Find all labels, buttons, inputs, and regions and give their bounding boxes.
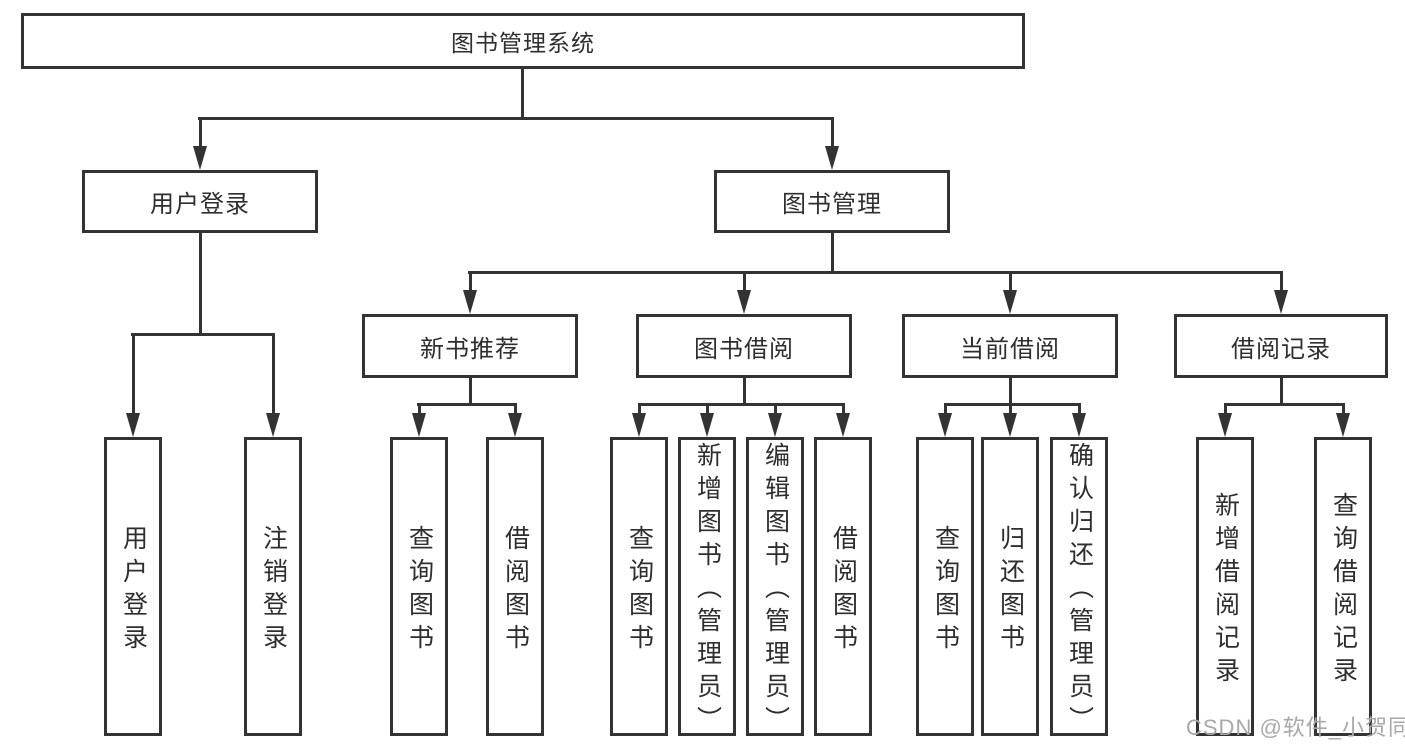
connector-line	[1009, 271, 1012, 292]
leaf-query-books-recommend: 查询图书	[390, 437, 448, 736]
connector-line	[417, 403, 517, 406]
connector-line	[272, 333, 275, 415]
node-label: 新增图书（管理员）	[693, 442, 722, 739]
node-borrow-records: 借阅记录	[1174, 314, 1388, 378]
connector-line	[199, 117, 202, 148]
arrow-down-icon	[768, 413, 782, 437]
connector-line	[638, 403, 845, 406]
arrow-down-icon	[938, 413, 952, 437]
node-label: 图书管理系统	[451, 30, 595, 56]
connector-line	[1342, 403, 1345, 415]
connector-line	[842, 403, 845, 415]
connector-line	[198, 117, 834, 120]
node-label: 用户登录	[119, 524, 148, 657]
node-label: 查询图书	[625, 524, 654, 657]
leaf-query-borrow-record: 查询借阅记录	[1314, 437, 1372, 736]
node-label: 编辑图书（管理员）	[761, 442, 790, 739]
connector-line	[743, 378, 746, 406]
arrow-down-icon	[1274, 290, 1288, 314]
leaf-query-books-borrowing: 查询图书	[610, 437, 668, 736]
node-label: 借阅记录	[1231, 335, 1331, 363]
node-label: 确认归还（管理员）	[1065, 442, 1094, 739]
node-label: 图书管理	[782, 191, 882, 218]
node-current-borrowing: 当前借阅	[902, 314, 1118, 378]
arrow-down-icon	[1003, 290, 1017, 314]
leaf-borrow-books: 借阅图书	[814, 437, 872, 736]
arrow-down-icon	[193, 146, 207, 170]
node-label: 归还图书	[996, 524, 1025, 657]
leaf-query-books-current: 查询图书	[916, 437, 974, 736]
arrow-down-icon	[700, 413, 714, 437]
node-user-login: 用户登录	[82, 170, 318, 233]
csdn-watermark: CSDN @软件_小贺同学	[1186, 715, 1405, 740]
node-book-management: 图书管理	[714, 170, 950, 233]
arrow-down-icon	[412, 413, 426, 437]
connector-line	[131, 333, 275, 336]
connector-line	[469, 271, 472, 292]
node-label: 新书推荐	[420, 335, 520, 363]
arrow-down-icon	[266, 413, 280, 437]
connector-line	[1078, 403, 1081, 415]
leaf-user-login: 用户登录	[104, 437, 162, 736]
connector-line	[1009, 378, 1012, 406]
node-book-borrowing: 图书借阅	[636, 314, 852, 378]
leaf-edit-book-admin: 编辑图书（管理员）	[746, 437, 804, 739]
arrow-down-icon	[1336, 413, 1350, 437]
leaf-logout: 注销登录	[244, 437, 302, 736]
leaf-return-book: 归还图书	[981, 437, 1039, 736]
arrow-down-icon	[825, 146, 839, 170]
node-label: 查询图书	[931, 524, 960, 657]
connector-line	[469, 378, 472, 406]
arrow-down-icon	[126, 413, 140, 437]
connector-line	[706, 403, 709, 415]
connector-line	[468, 271, 1283, 274]
node-label: 借阅图书	[829, 524, 858, 657]
connector-line	[743, 271, 746, 292]
node-label: 新增借阅记录	[1211, 491, 1240, 690]
connector-line	[521, 69, 524, 118]
connector-line	[944, 403, 947, 415]
connector-line	[944, 403, 1081, 406]
connector-line	[1224, 403, 1227, 415]
connector-line	[418, 403, 421, 415]
arrow-down-icon	[632, 413, 646, 437]
connector-line	[132, 333, 135, 415]
node-label: 用户登录	[150, 191, 250, 218]
node-label: 注销登录	[259, 524, 288, 657]
connector-line	[199, 233, 202, 336]
arrow-down-icon	[1218, 413, 1232, 437]
arrow-down-icon	[836, 413, 850, 437]
arrow-down-icon	[1003, 413, 1017, 437]
connector-line	[514, 403, 517, 415]
connector-line	[831, 233, 834, 274]
leaf-borrow-books-recommend: 借阅图书	[486, 437, 544, 736]
node-library-management-system: 图书管理系统	[21, 13, 1025, 69]
connector-line	[1280, 378, 1283, 406]
leaf-add-book-admin: 新增图书（管理员）	[678, 437, 736, 739]
arrow-down-icon	[508, 413, 522, 437]
node-label: 查询图书	[405, 524, 434, 657]
connector-line	[831, 117, 834, 148]
leaf-confirm-return-admin: 确认归还（管理员）	[1050, 437, 1108, 739]
connector-line	[774, 403, 777, 415]
node-label: 查询借阅记录	[1329, 491, 1358, 690]
connector-line	[1280, 271, 1283, 292]
node-new-book-recommend: 新书推荐	[362, 314, 578, 378]
node-label: 借阅图书	[501, 524, 530, 657]
connector-line	[1009, 403, 1012, 415]
arrow-down-icon	[1072, 413, 1086, 437]
leaf-add-borrow-record: 新增借阅记录	[1196, 437, 1254, 736]
node-label: 当前借阅	[960, 335, 1060, 363]
connector-line	[1224, 403, 1345, 406]
arrow-down-icon	[463, 290, 477, 314]
arrow-down-icon	[737, 290, 751, 314]
node-label: 图书借阅	[694, 335, 794, 363]
connector-line	[638, 403, 641, 415]
